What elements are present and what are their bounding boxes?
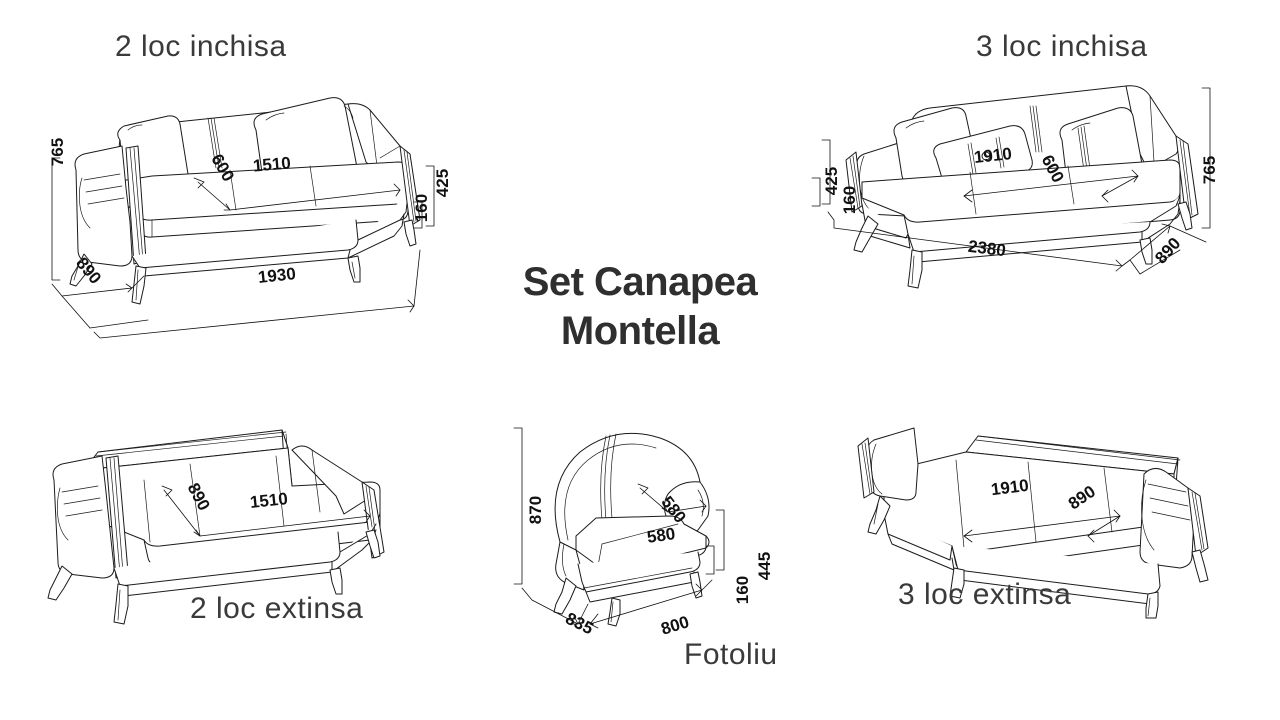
product-label-two-seat-closed: 2 loc inchisa bbox=[115, 30, 287, 63]
dimension-425-three-seat-closed: 425 bbox=[822, 166, 842, 196]
product-label-three-seat-extended: 3 loc extinsa bbox=[898, 578, 1072, 611]
dimension-1510-two-seat-extended: 1510 bbox=[249, 489, 289, 512]
dimension-870-armchair: 870 bbox=[526, 495, 546, 525]
drawing-three-seat-extended bbox=[848, 418, 1248, 618]
drawing-two-seat-closed bbox=[48, 70, 448, 310]
dimension-765-two-seat-closed: 765 bbox=[48, 137, 68, 167]
product-label-three-seat-closed: 3 loc inchisa bbox=[976, 30, 1148, 63]
drawing-armchair bbox=[520, 424, 750, 639]
dimension-580-width-armchair: 580 bbox=[645, 524, 677, 547]
dimension-445-armchair: 445 bbox=[755, 551, 775, 581]
dimension-765-three-seat-closed: 765 bbox=[1200, 155, 1220, 185]
page-title-line-2: Montella bbox=[560, 309, 720, 353]
dimension-160-armchair: 160 bbox=[733, 575, 753, 605]
dimension-1910-three-seat-closed: 1910 bbox=[973, 144, 1013, 167]
page-title-line-1: Set Canapea bbox=[522, 260, 758, 304]
drawing-two-seat-extended bbox=[40, 420, 440, 630]
page-title: Set Canapea Montella bbox=[440, 258, 840, 356]
drawing-three-seat-closed bbox=[840, 74, 1240, 304]
dimension-1930-two-seat-closed: 1930 bbox=[257, 264, 297, 287]
product-label-two-seat-extended: 2 loc extinsa bbox=[190, 592, 364, 625]
dimension-160-three-seat-closed: 160 bbox=[840, 185, 860, 215]
dimension-160-two-seat-closed: 160 bbox=[412, 193, 432, 223]
product-label-armchair: Fotoliu bbox=[684, 638, 778, 671]
dimension-425-two-seat-closed: 425 bbox=[433, 168, 453, 198]
dimension-1510-two-seat-closed: 1510 bbox=[252, 153, 292, 176]
